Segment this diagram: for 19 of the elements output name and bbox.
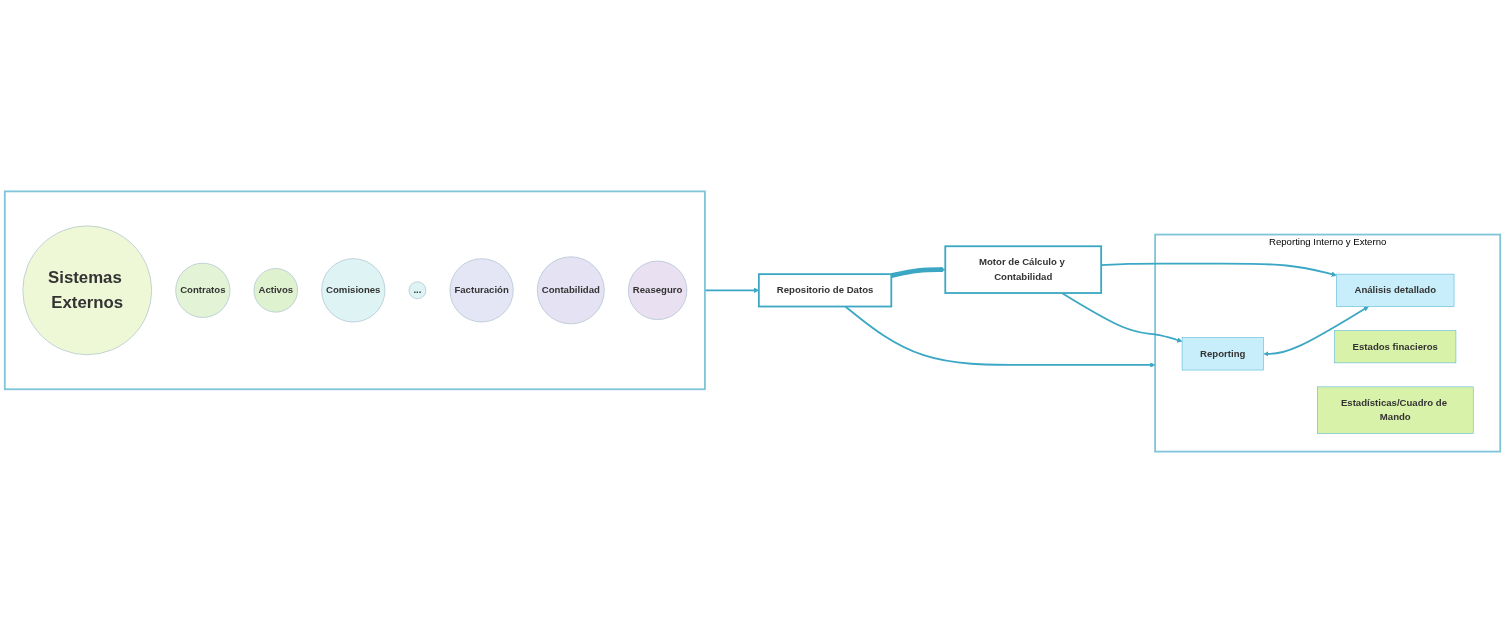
node-circle: ... [408, 281, 427, 300]
node-circle: Sistemas Externos [22, 225, 152, 356]
arrow [1060, 292, 1183, 343]
node-circle: Contabilidad [536, 256, 605, 325]
node-circle: Comisiones [321, 258, 386, 323]
node-box: Motor de Cálculo y Contabilidad [944, 245, 1103, 294]
node-circle: Reaseguro [628, 260, 688, 320]
node-box: Análisis detallado [1336, 273, 1455, 307]
arrow [844, 305, 1156, 368]
arrow [1263, 306, 1369, 357]
node-box: Reporting [1181, 337, 1264, 371]
node-box: Estados finacieros [1334, 330, 1457, 364]
cluster [3, 190, 706, 391]
node-circle: Contratos [175, 262, 231, 318]
node-circle: Activos [253, 268, 298, 313]
node-box: Repositorio de Datos [757, 273, 893, 308]
node-circle: Facturación [449, 258, 514, 323]
node-box: Estadísticas/Cuadro de Mando [1317, 386, 1474, 434]
arrow [890, 267, 946, 278]
